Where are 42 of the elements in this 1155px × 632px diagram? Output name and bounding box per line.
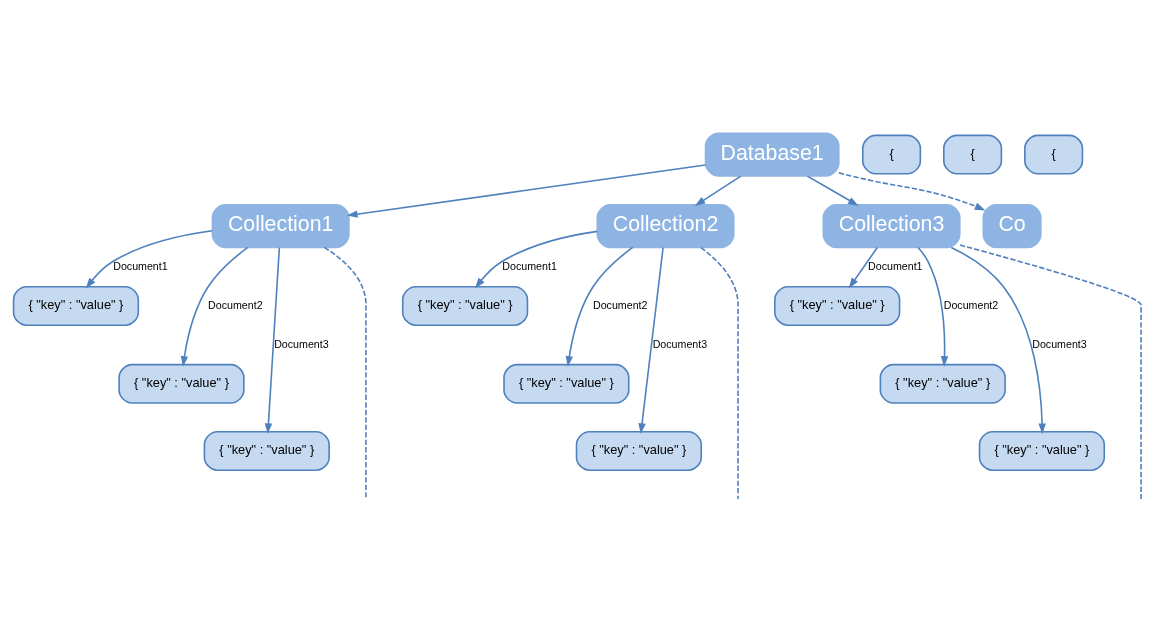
arrow bbox=[180, 246, 249, 367]
node-box: { "key" : "value" } bbox=[12, 285, 140, 326]
arrow bbox=[806, 174, 859, 206]
edge-label: Document3 bbox=[1032, 337, 1087, 350]
connector bbox=[323, 246, 367, 500]
edge-label: Document2 bbox=[208, 298, 263, 311]
arrow bbox=[950, 246, 1046, 434]
node-box: { bbox=[943, 134, 1003, 175]
node-box: { "key" : "value" } bbox=[978, 430, 1106, 471]
edge-label: Document3 bbox=[274, 337, 329, 350]
arrow bbox=[565, 246, 634, 367]
arrow bbox=[85, 229, 213, 289]
arrow bbox=[346, 163, 707, 218]
node-box: Co bbox=[982, 203, 1042, 248]
node-box: { bbox=[862, 134, 922, 175]
node-box: { bbox=[1024, 134, 1084, 175]
arrow bbox=[638, 246, 664, 434]
arrow bbox=[917, 246, 949, 367]
edge-label: Document2 bbox=[943, 298, 999, 311]
node-box: Collection1 bbox=[211, 203, 350, 248]
arrow bbox=[475, 230, 599, 289]
node-box: { "key" : "value" } bbox=[503, 363, 630, 404]
edge-label: Document1 bbox=[868, 259, 923, 272]
connector bbox=[700, 246, 739, 500]
node-box: Collection2 bbox=[596, 203, 735, 248]
node-box: { "key" : "value" } bbox=[203, 430, 330, 471]
node-box: { "key" : "value" } bbox=[879, 363, 1006, 404]
node-box: { "key" : "value" } bbox=[118, 363, 245, 404]
arrow bbox=[694, 174, 742, 206]
arrow bbox=[264, 246, 281, 434]
node-box: Collection3 bbox=[822, 203, 961, 248]
edge-label: Document3 bbox=[652, 337, 708, 350]
node-box: { "key" : "value" } bbox=[401, 285, 529, 326]
node-box: { "key" : "value" } bbox=[774, 285, 901, 326]
edge-label: Document2 bbox=[592, 298, 648, 311]
node-box: { "key" : "value" } bbox=[575, 430, 703, 471]
edge-label: Document1 bbox=[502, 259, 557, 272]
arrow bbox=[838, 171, 986, 210]
connector bbox=[959, 243, 1142, 500]
arrow bbox=[848, 246, 879, 288]
edge-label: Document1 bbox=[113, 259, 168, 272]
node-box: Database1 bbox=[704, 131, 840, 177]
